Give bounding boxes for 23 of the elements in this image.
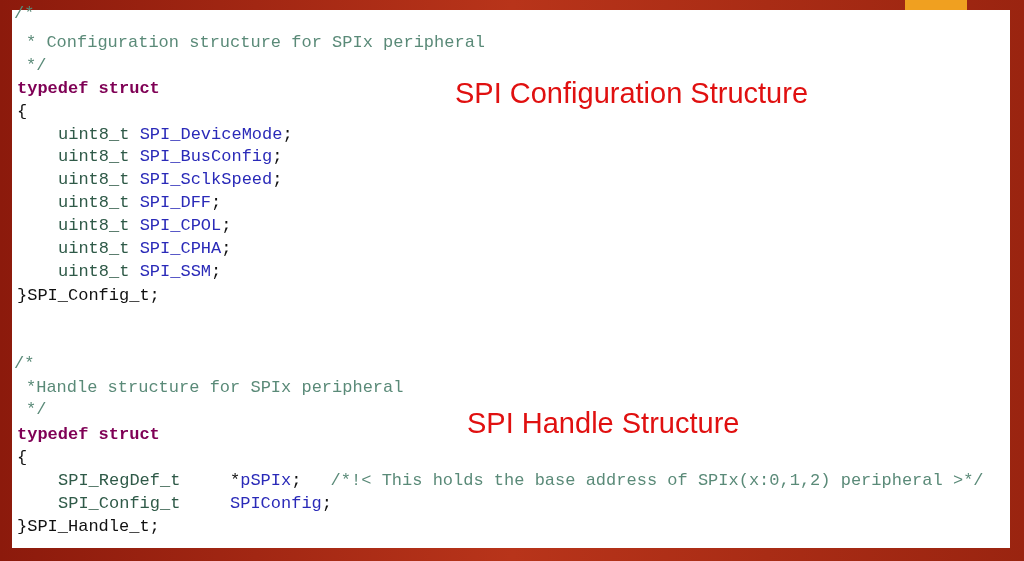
code-line: }SPI_Handle_t; (17, 516, 160, 538)
code-line: uint8_t SPI_DFF; (58, 192, 222, 214)
code-line: SPI_Config_t SPIConfig; (58, 493, 333, 515)
code-comment: /* (14, 353, 35, 375)
code-comment: */ (26, 399, 47, 421)
code-line: uint8_t SPI_SSM; (58, 261, 222, 283)
code-line: SPI_RegDef_t *pSPIx; /*!< This holds the base address of SPIx(x:0,1,2) peripheral >*/ (58, 470, 984, 492)
code-line: typedef struct (17, 424, 160, 446)
code-line: uint8_t SPI_BusConfig; (58, 146, 283, 168)
code-comment: /* (14, 3, 35, 25)
code-line: { (17, 101, 28, 123)
code-comment: * Configuration structure for SPIx peripheral (26, 32, 486, 54)
code-line: typedef struct (17, 78, 160, 100)
code-line: { (17, 447, 28, 469)
code-line: uint8_t SPI_CPHA; (58, 238, 232, 260)
code-line: uint8_t SPI_CPOL; (58, 215, 232, 237)
code-comment: */ (26, 55, 47, 77)
code-line: uint8_t SPI_DeviceMode; (58, 124, 293, 146)
section-heading: SPI Handle Structure (467, 406, 740, 440)
code-line: }SPI_Config_t; (17, 285, 160, 307)
section-heading: SPI Configuration Structure (455, 76, 808, 110)
code-line: uint8_t SPI_SclkSpeed; (58, 169, 283, 191)
code-comment: *Handle structure for SPIx peripheral (26, 377, 404, 399)
